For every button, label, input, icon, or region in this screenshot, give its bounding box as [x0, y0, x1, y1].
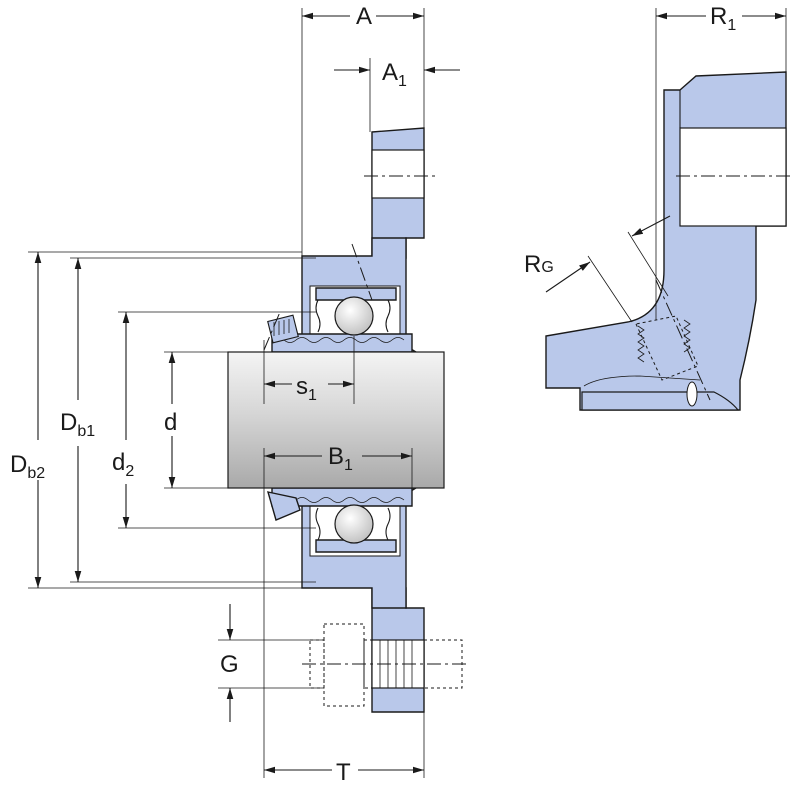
label-G: G: [220, 651, 239, 678]
ball-lower: [334, 504, 374, 544]
ball-upper: [334, 296, 374, 336]
label-d: d: [164, 409, 177, 436]
label-T: T: [336, 759, 351, 786]
housing-detail-right: [545, 71, 794, 411]
label-A1: A1: [382, 59, 407, 90]
label-Db1: Db1: [60, 409, 95, 440]
label-A: A: [356, 3, 372, 30]
label-B1: B1: [328, 443, 353, 474]
housing-section-left: [301, 127, 425, 713]
label-s1: s1: [296, 373, 317, 404]
bearing-insert-lower: [267, 487, 413, 553]
label-R1: R1: [710, 3, 736, 34]
label-d2: d2: [112, 449, 134, 480]
label-RG: RG: [524, 251, 554, 278]
label-Db2: Db2: [10, 451, 45, 482]
